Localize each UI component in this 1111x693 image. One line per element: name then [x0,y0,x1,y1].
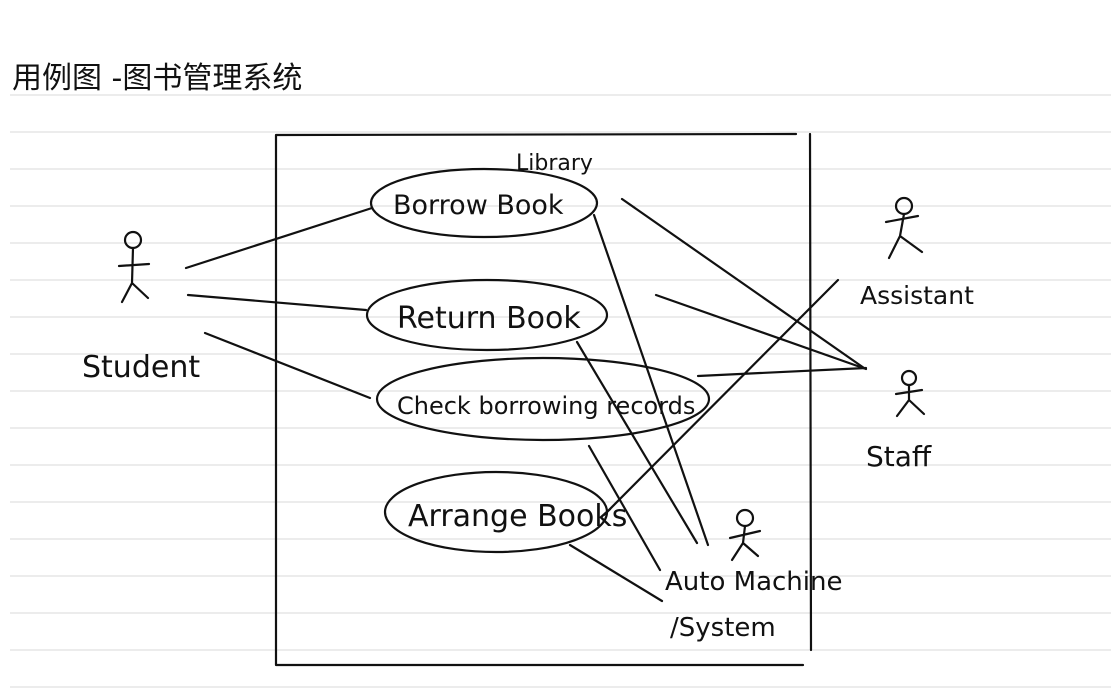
association-auto-borrow [592,213,710,547]
association-auto-return [575,340,699,545]
use-case-check-borrowing-records: Check borrowing records [375,356,711,442]
actor-staff: Staff [866,369,932,473]
actor-assistant-label: Assistant [860,281,974,310]
association-staff-check [696,366,868,378]
actor-auto-label: Auto Machine [665,567,842,597]
actor-auto-label-line2: /System [670,613,776,643]
use-case-borrow-book-label: Borrow Book [393,190,564,221]
use-case-check-records-label: Check borrowing records [397,392,695,420]
use-case-arrange-books: Arrange Books [383,470,627,554]
association-student-borrow [184,206,374,270]
stick-figure-icon [894,369,926,418]
diagram-title: 用例图 -图书管理系统 [12,61,302,96]
stick-figure-icon [728,508,762,562]
actor-auto-machine-system: Auto Machine /System [665,508,842,643]
actor-staff-label: Staff [866,440,932,473]
associations [184,197,868,603]
association-auto-arrange [568,543,664,603]
association-assistant-arrange [602,278,840,517]
actor-student-label: Student [82,350,200,385]
actor-student: Student [82,230,200,385]
ruled-lines [10,94,1111,688]
actor-assistant: Assistant [860,196,974,310]
stick-figure-icon [117,230,151,304]
use-case-return-book: Return Book [365,278,609,352]
association-student-check [203,331,372,400]
association-staff-borrow [620,197,866,370]
association-auto-check [587,444,662,572]
use-case-arrange-books-label: Arrange Books [408,499,627,534]
use-case-return-book-label: Return Book [397,301,581,336]
system-boundary: Library [274,132,813,667]
use-case-borrow-book: Borrow Book [369,167,599,239]
association-staff-return [654,293,868,371]
association-student-return [186,293,368,312]
stick-figure-icon [884,196,924,260]
